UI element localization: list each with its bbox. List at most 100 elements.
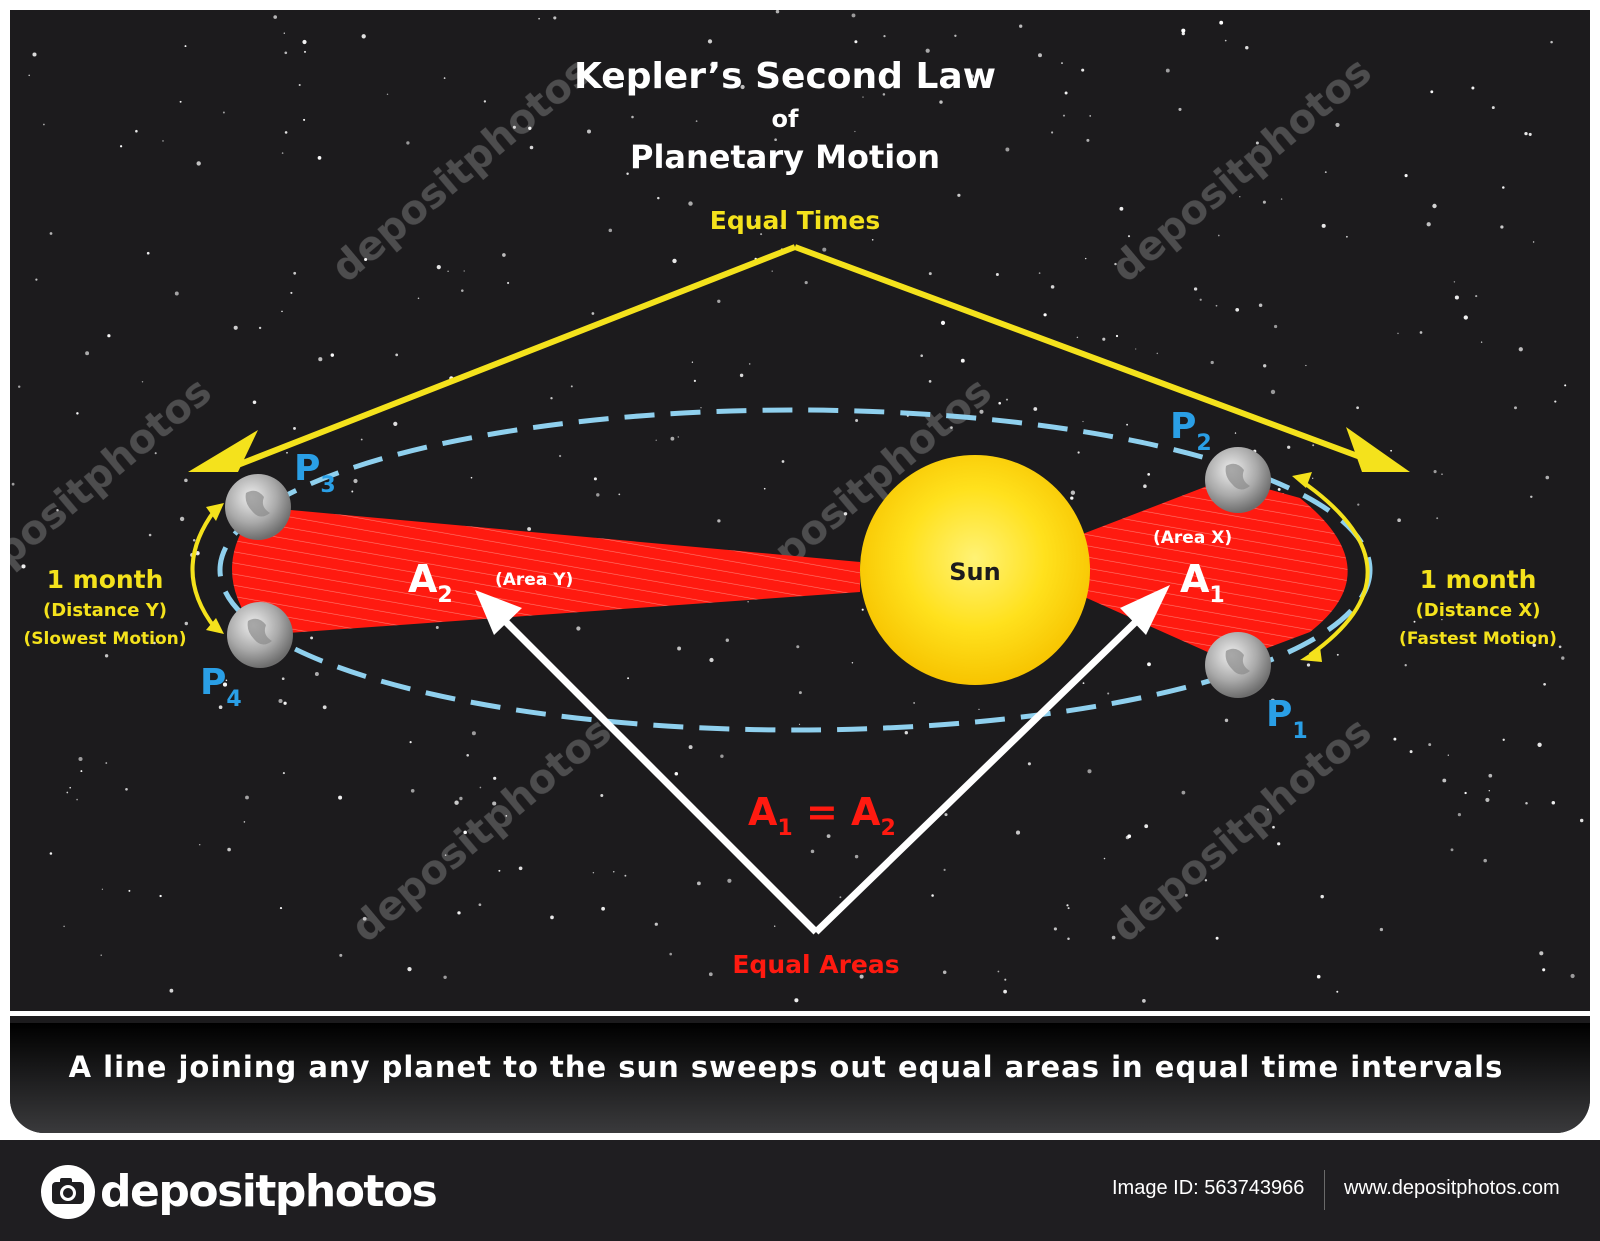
star xyxy=(1219,21,1223,25)
star xyxy=(1200,299,1202,301)
star xyxy=(219,705,223,709)
star xyxy=(464,270,465,271)
star xyxy=(571,385,573,387)
star xyxy=(1514,406,1517,409)
star xyxy=(631,116,634,119)
star xyxy=(794,998,798,1002)
footer-url-link[interactable]: www.depositphotos.com xyxy=(1344,1177,1560,1200)
star xyxy=(1235,432,1236,433)
right-motion-label: (Fastest Motion) xyxy=(1399,629,1557,649)
star xyxy=(1539,951,1543,955)
star xyxy=(1552,801,1556,805)
star xyxy=(1003,990,1007,994)
star xyxy=(282,677,285,680)
star xyxy=(436,626,439,629)
star xyxy=(672,259,676,263)
star xyxy=(184,479,188,483)
star xyxy=(1337,654,1339,656)
star xyxy=(1464,792,1466,794)
star xyxy=(1390,450,1392,452)
star xyxy=(338,796,342,800)
star xyxy=(1554,401,1556,403)
star xyxy=(1263,364,1266,367)
star xyxy=(550,916,554,920)
star xyxy=(1038,53,1042,57)
star xyxy=(32,52,36,56)
star xyxy=(310,636,313,639)
star xyxy=(954,35,956,37)
star xyxy=(66,792,68,794)
star xyxy=(1245,46,1248,49)
star xyxy=(1033,407,1037,411)
star xyxy=(1325,171,1327,173)
star xyxy=(1068,907,1070,909)
star xyxy=(764,488,766,490)
star xyxy=(527,527,531,531)
star xyxy=(749,363,751,365)
star xyxy=(69,787,71,789)
star xyxy=(1455,295,1459,299)
title-line-1: Kepler’s Second Law xyxy=(574,56,996,97)
star xyxy=(245,796,249,800)
star xyxy=(939,100,942,103)
star xyxy=(76,799,78,801)
statement-text: A line joining any planet to the sun swe… xyxy=(69,1050,1504,1084)
star xyxy=(601,907,605,911)
star xyxy=(624,875,626,877)
star xyxy=(1070,496,1073,499)
right-distance-label: (Distance X) xyxy=(1416,600,1541,621)
star xyxy=(1085,258,1086,259)
star xyxy=(1471,87,1474,90)
star xyxy=(185,45,187,47)
star xyxy=(1529,133,1532,136)
star xyxy=(1320,895,1323,898)
star xyxy=(147,252,150,255)
star xyxy=(1335,123,1339,127)
star xyxy=(302,40,306,44)
star xyxy=(1405,664,1407,666)
star xyxy=(1525,802,1528,805)
star xyxy=(1524,132,1527,135)
star xyxy=(498,870,500,872)
star xyxy=(484,100,486,102)
star xyxy=(331,353,334,356)
star xyxy=(318,357,322,361)
star xyxy=(101,955,102,956)
star xyxy=(303,119,305,121)
footer-bar: depositphotos Image ID: 563743966 www.de… xyxy=(0,1140,1600,1241)
star xyxy=(125,788,128,791)
star xyxy=(304,51,306,53)
star xyxy=(1077,337,1079,339)
star xyxy=(1448,755,1449,756)
star xyxy=(1087,769,1091,773)
star xyxy=(1543,683,1546,686)
star xyxy=(1216,937,1219,940)
star xyxy=(609,229,613,233)
star xyxy=(234,326,238,330)
star xyxy=(799,691,802,694)
star xyxy=(1086,139,1089,142)
star xyxy=(286,452,288,454)
star xyxy=(502,253,506,257)
star xyxy=(1441,474,1442,475)
star xyxy=(1016,831,1020,835)
star xyxy=(1277,842,1280,845)
star xyxy=(1051,131,1053,133)
star xyxy=(361,439,363,441)
star xyxy=(1102,338,1105,341)
star xyxy=(1481,341,1482,342)
star xyxy=(472,731,476,735)
star xyxy=(1263,201,1266,204)
area-x-name: (Area X) xyxy=(1153,528,1232,548)
star xyxy=(351,491,353,493)
star xyxy=(443,976,446,979)
star xyxy=(180,101,182,103)
star xyxy=(538,18,540,20)
star xyxy=(657,197,659,199)
star xyxy=(774,926,775,927)
star xyxy=(479,903,482,906)
star xyxy=(197,552,199,554)
footer-brand-logo[interactable]: depositphotos xyxy=(100,1166,436,1217)
left-month-arrow xyxy=(193,510,216,628)
star xyxy=(43,124,45,126)
